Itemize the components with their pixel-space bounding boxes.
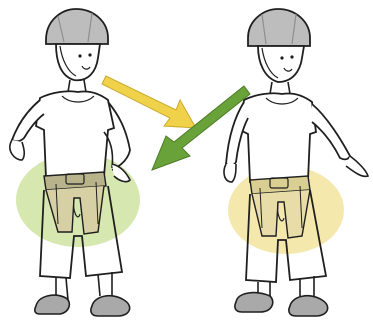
- left-helmet-icon: [46, 9, 108, 44]
- right-figure: [224, 9, 368, 316]
- right-shoe-left: [235, 293, 273, 312]
- left-shoe-left: [35, 295, 70, 314]
- right-arm-right: [312, 104, 350, 159]
- right-head: [258, 46, 304, 82]
- right-arm-left: [226, 102, 248, 165]
- right-torso: [240, 93, 316, 182]
- right-helmet-icon: [248, 9, 310, 46]
- left-figure: [10, 9, 140, 316]
- yellow-arrow-icon: [102, 76, 196, 128]
- left-torso: [36, 91, 114, 178]
- left-head: [56, 44, 100, 80]
- left-shoe-right: [91, 296, 130, 316]
- right-shoe-right: [289, 296, 328, 316]
